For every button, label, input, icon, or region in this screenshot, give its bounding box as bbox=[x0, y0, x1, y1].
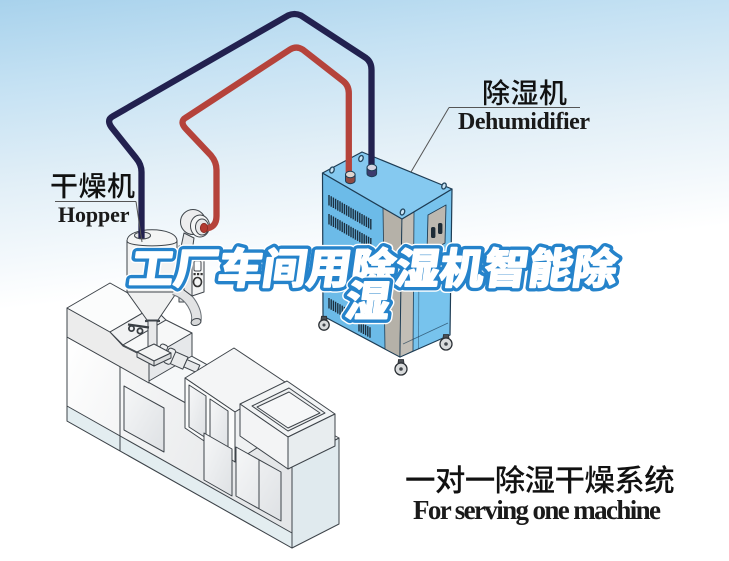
svg-text:For serving one machine: For serving one machine bbox=[413, 495, 661, 525]
svg-text:Dehumidifier: Dehumidifier bbox=[458, 109, 590, 135]
svg-text:Hopper: Hopper bbox=[58, 202, 130, 227]
